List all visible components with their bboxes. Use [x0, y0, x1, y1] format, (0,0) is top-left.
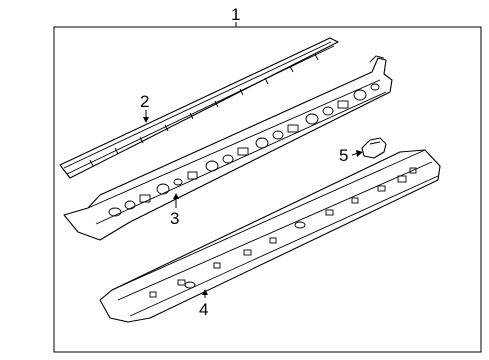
part-4-rocker-panel [99, 149, 441, 323]
callout-2: 2 [140, 92, 149, 111]
callout-1: 1 [231, 5, 240, 24]
leader-2-arrow [143, 117, 149, 123]
leader-4-arrow [202, 289, 208, 295]
callout-4: 4 [199, 300, 208, 319]
callout-5: 5 [339, 146, 348, 165]
assembly-frame [53, 26, 482, 353]
part-2-step-trim [59, 37, 339, 179]
part-3-reinforcement-panel [63, 55, 393, 241]
callout-3: 3 [170, 209, 179, 228]
part-5-clip [361, 137, 387, 159]
leader-3-arrow [173, 193, 179, 199]
leader-5-arrow [356, 150, 363, 157]
